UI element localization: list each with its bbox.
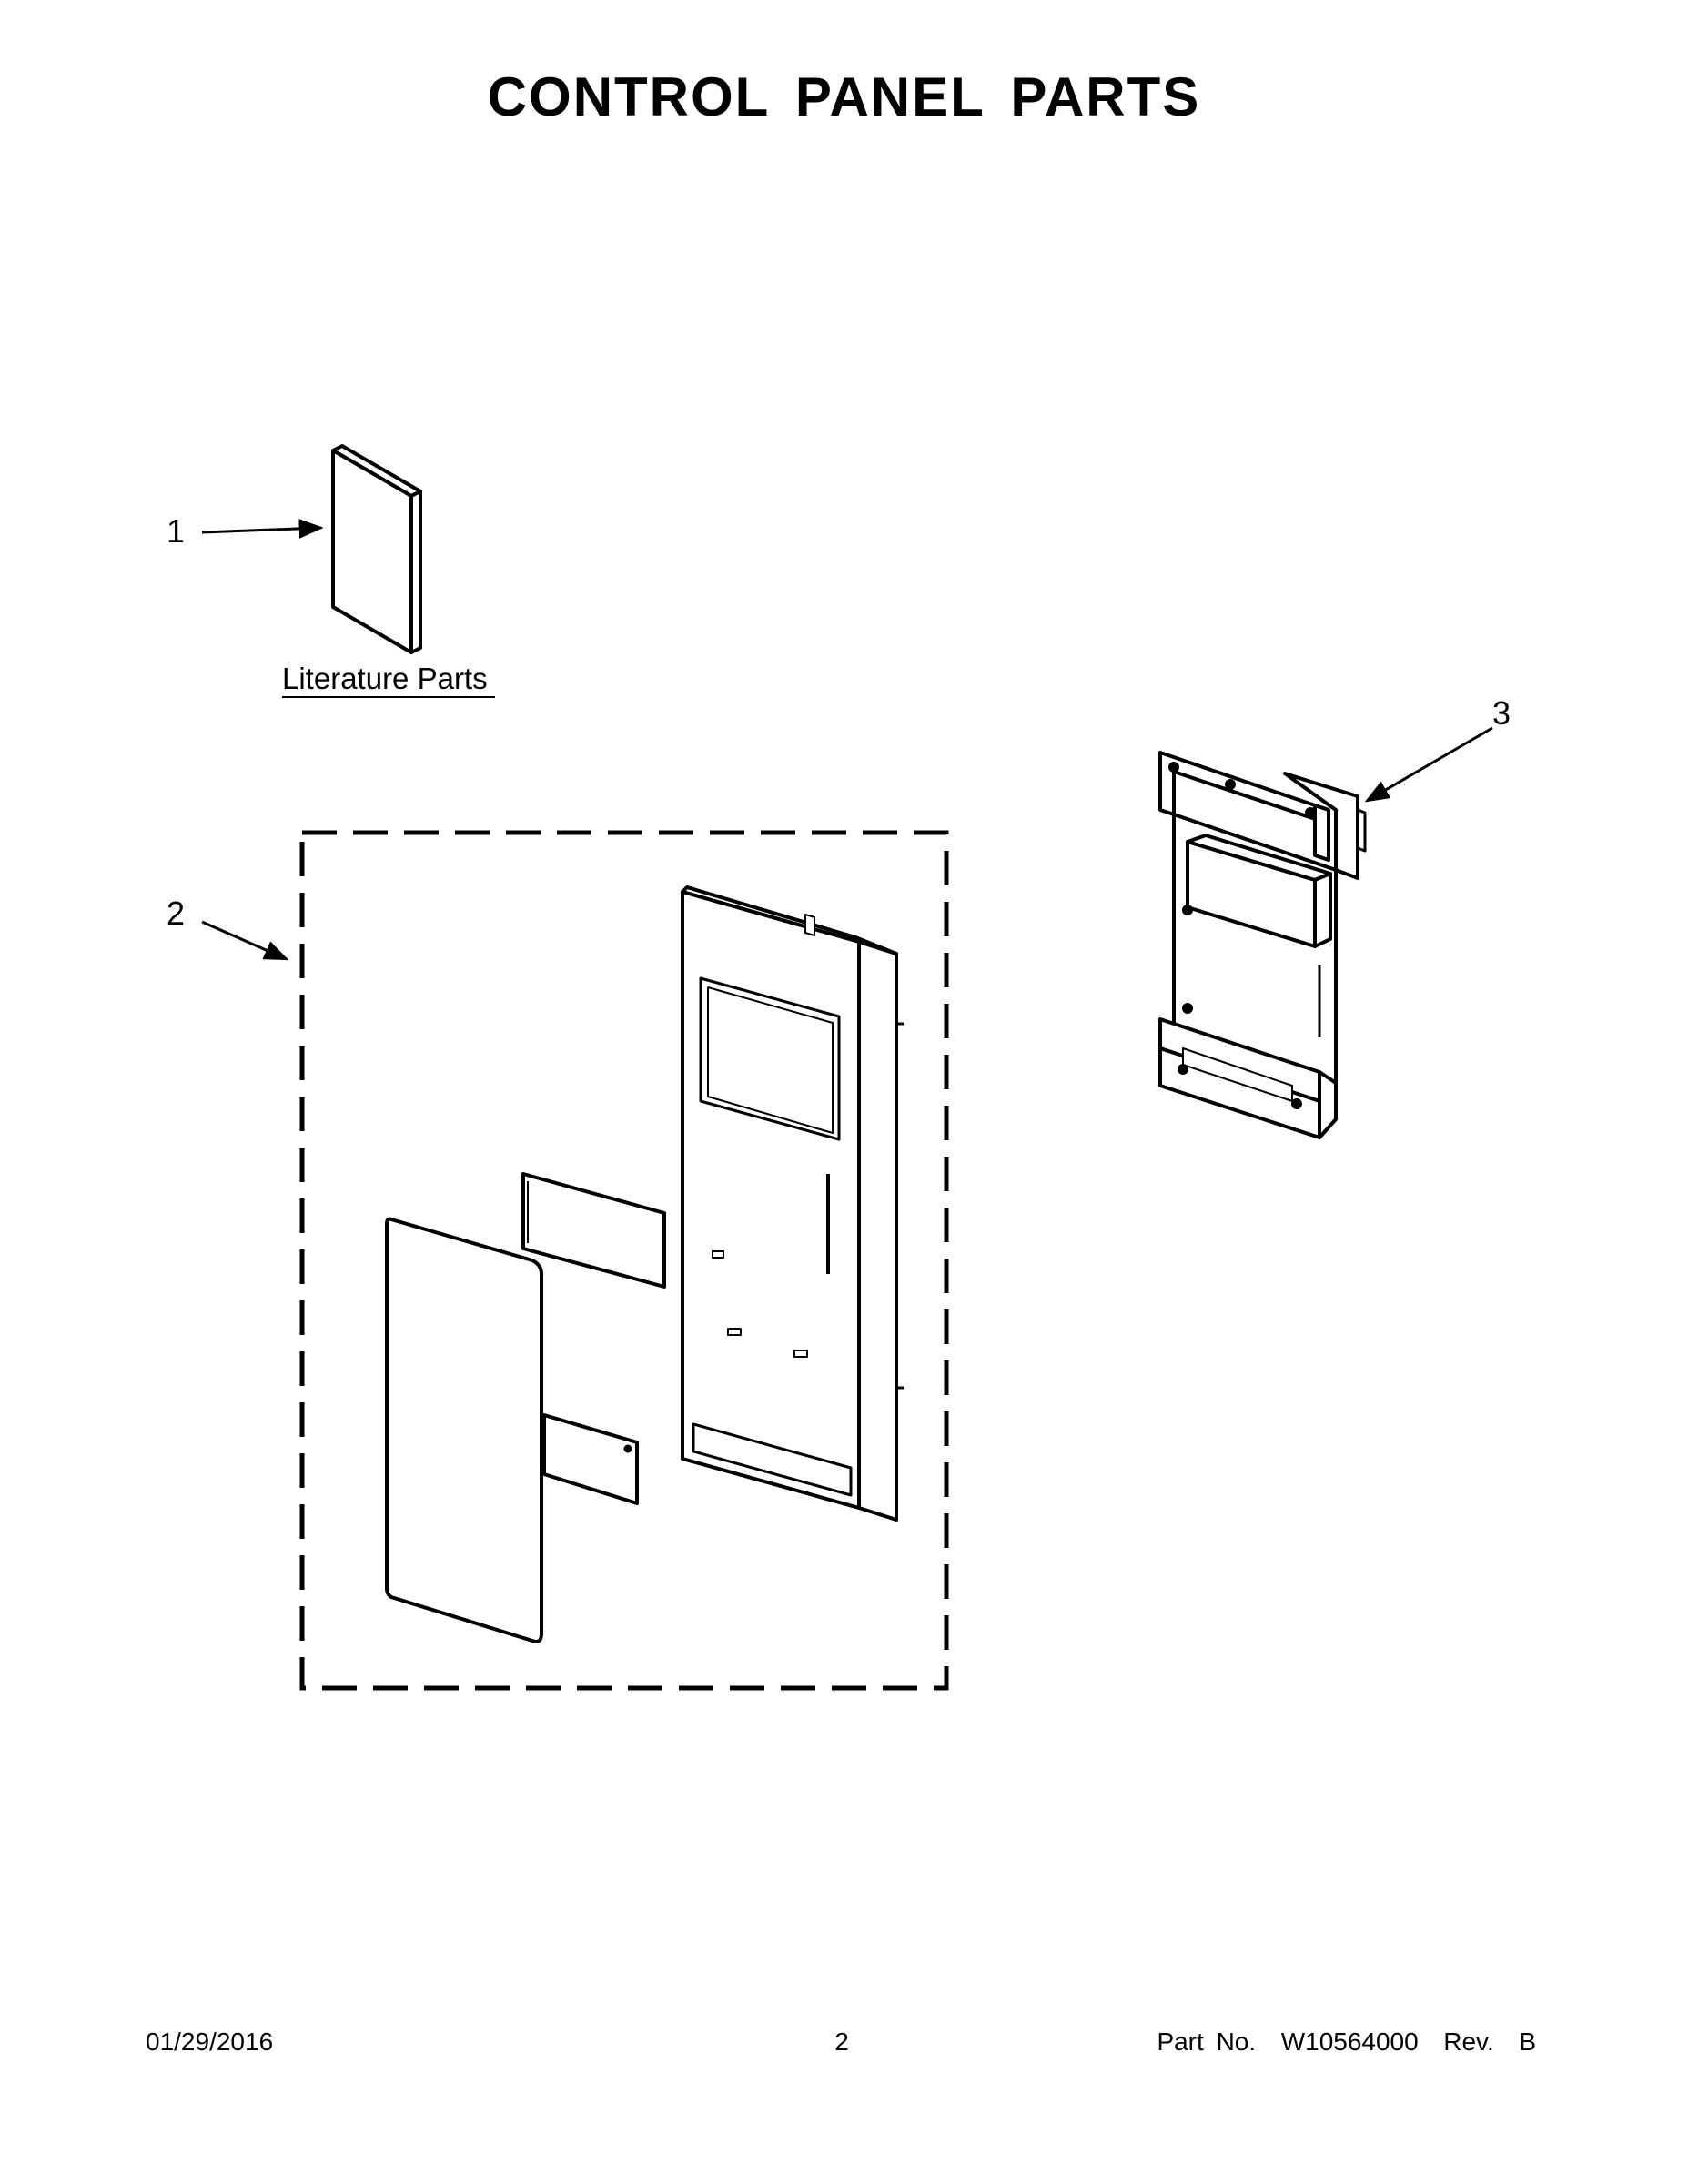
literature-parts-label: Literature Parts [282, 662, 488, 695]
control-board-bracket [1158, 751, 1367, 1139]
footer-date: 01/29/2016 [146, 2027, 274, 2056]
keypad-membrane [385, 1217, 543, 1643]
footer-part-number: Part No. W10564000 Rev. B [1157, 2027, 1536, 2056]
connector-board [542, 1413, 639, 1505]
callout-3-label: 3 [1492, 694, 1511, 732]
callout-2-label: 2 [167, 895, 186, 932]
footer-page-number: 2 [834, 2027, 849, 2056]
control-panel-frame [681, 885, 904, 1522]
callout-1-arrow [201, 519, 324, 539]
display-window-insert [521, 1172, 666, 1289]
literature-parts-underline [282, 696, 495, 698]
assembly-group-border [299, 830, 949, 1691]
callout-3-arrow [1364, 726, 1493, 803]
page-title: CONTROL PANEL PARTS [487, 66, 1201, 127]
callout-1-label: 1 [167, 512, 186, 550]
literature-booklet [331, 444, 422, 654]
callout-2-arrow [201, 920, 289, 961]
